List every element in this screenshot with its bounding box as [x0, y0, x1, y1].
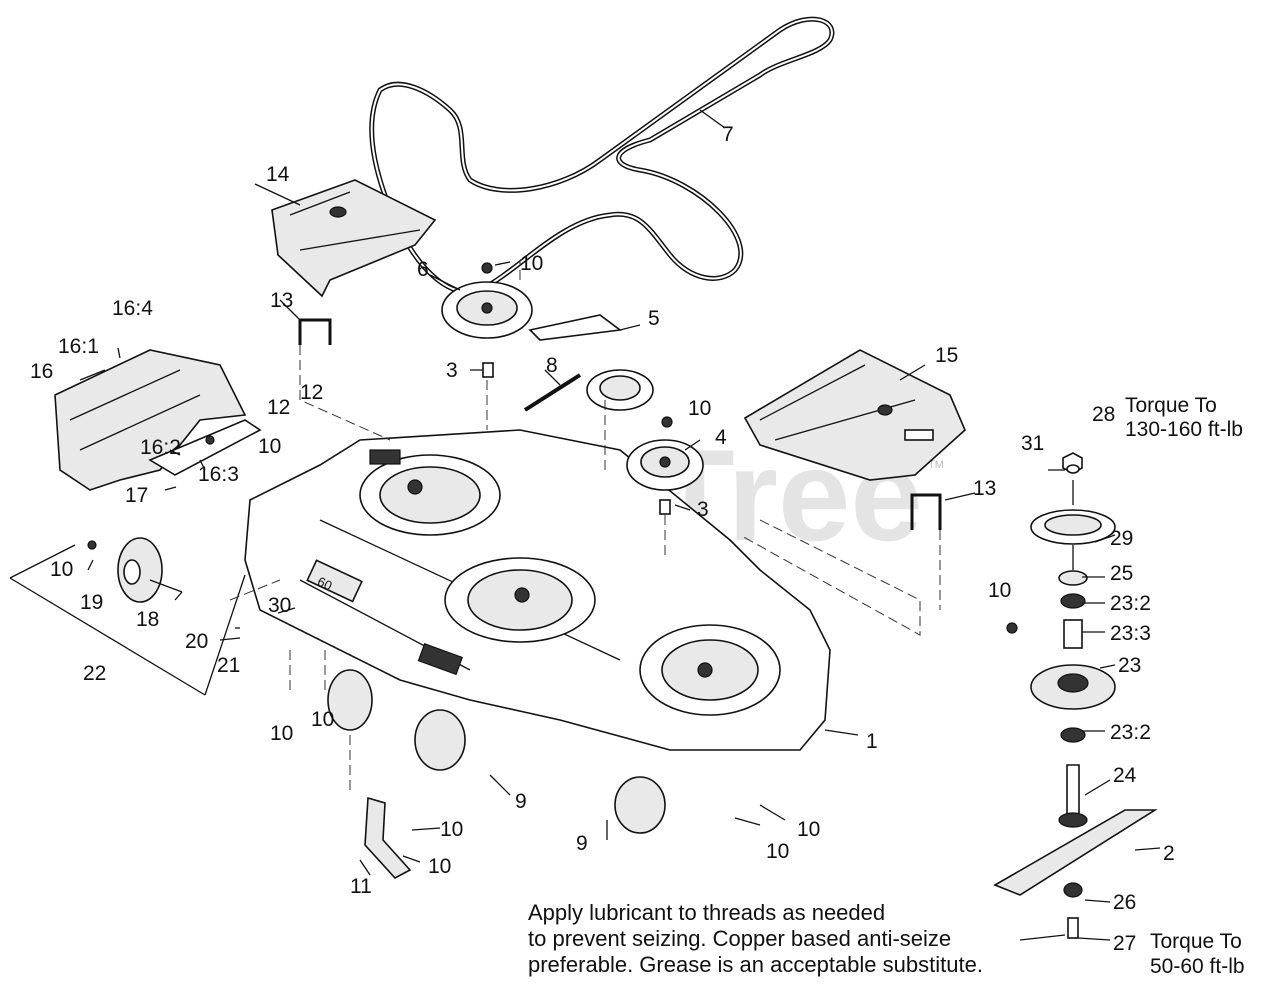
callout-18: 18: [136, 608, 159, 631]
callout-8: 8: [546, 354, 558, 377]
callout-6: 6: [417, 258, 429, 281]
callout-10: 10: [520, 252, 543, 275]
callout-10: 10: [270, 722, 293, 745]
callout-10: 10: [50, 558, 73, 581]
callout-10: 10: [797, 818, 820, 841]
callout-16-1: 16:1: [58, 335, 99, 358]
scraper: [364, 796, 412, 879]
lubricant-note-2: to prevent seizing. Copper based anti-se…: [528, 926, 951, 951]
callout-7: 7: [722, 123, 734, 146]
torque-note-bottom-2: 50-60 ft-lb: [1150, 955, 1245, 978]
callout-24: 24: [1113, 764, 1137, 787]
callout-29: 29: [1110, 527, 1133, 550]
callout-30: 30: [268, 594, 291, 617]
torque-note-top-2: 130-160 ft-lb: [1125, 418, 1243, 441]
callout-9: 9: [515, 790, 527, 813]
spindle-cover-left: [54, 349, 247, 491]
torque-note-top-1: Torque To: [1125, 394, 1217, 417]
callout-16-2: 16:2: [140, 436, 181, 459]
belt-cover-left: [271, 179, 437, 298]
callout-12: 12: [267, 396, 290, 419]
idler-arm: [528, 314, 623, 341]
torque-note-bottom-1: Torque To: [1150, 930, 1242, 953]
callout-14: 14: [266, 163, 290, 186]
callout-13: 13: [270, 289, 293, 312]
callout-21: 21: [217, 654, 240, 677]
callout-22: 22: [83, 662, 106, 685]
callout-23-3: 23:3: [1110, 622, 1151, 645]
callout-16-3: 16:3: [198, 463, 239, 486]
lubricant-note-1: Apply lubricant to threads as needed: [528, 900, 885, 925]
blade: [993, 809, 1158, 896]
callout-9: 9: [576, 832, 588, 855]
callout-17: 17: [125, 484, 148, 507]
watermark-tm: TM: [928, 459, 944, 471]
callout-1: 1: [866, 730, 878, 753]
drive-belt: [369, 16, 835, 295]
callout-10: 10: [988, 579, 1011, 602]
callout-11: 11: [350, 875, 372, 898]
callout-10: 10: [440, 818, 463, 841]
callout-10: 10: [258, 435, 281, 458]
callout-3: 3: [446, 359, 458, 382]
callout-13: 13: [973, 477, 996, 500]
callout-16-4: 16:4: [112, 297, 153, 320]
callout-23-2: 23:2: [1110, 592, 1151, 615]
callout-28: 28: [1092, 403, 1115, 426]
callout-5: 5: [648, 307, 660, 330]
callout-2: 2: [1163, 842, 1175, 865]
callout-16: 16: [30, 360, 53, 383]
lubricant-note-3: preferable. Grease is an acceptable subs…: [528, 952, 983, 977]
callout-3: 3: [697, 498, 709, 521]
callout-19: 19: [80, 591, 103, 614]
callout-10: 10: [688, 397, 711, 420]
callout-25: 25: [1110, 562, 1133, 585]
callout-27: 27: [1113, 932, 1136, 955]
callout-23-2: 23:2: [1110, 721, 1151, 744]
callout-20: 20: [185, 630, 208, 653]
callout-26: 26: [1113, 891, 1136, 914]
callout-31: 31: [1021, 432, 1044, 455]
deck-badge: 60: [315, 574, 334, 594]
callout-23: 23: [1118, 654, 1141, 677]
callout-10: 10: [766, 840, 789, 863]
belt-cover-right: [743, 349, 966, 481]
callout-10: 10: [311, 708, 334, 731]
callout-4: 4: [715, 426, 727, 449]
callout-12: 12: [300, 381, 323, 404]
callout-15: 15: [935, 344, 958, 367]
callout-10: 10: [428, 855, 451, 878]
